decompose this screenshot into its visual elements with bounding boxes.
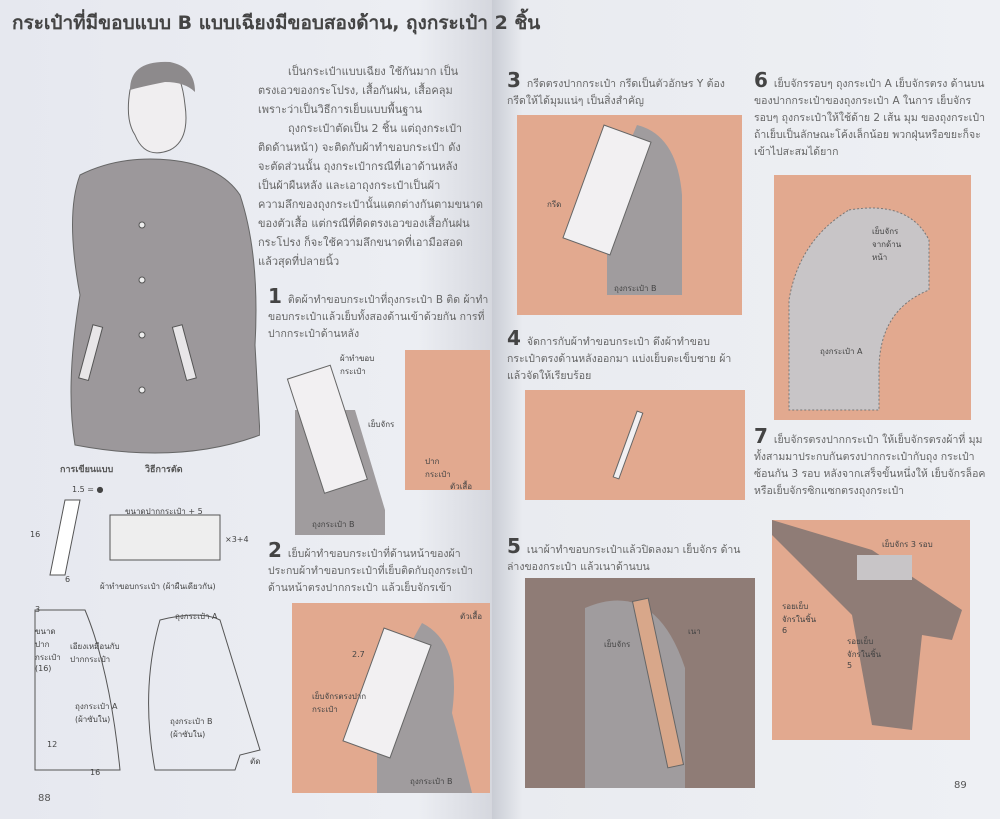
page-number: 88 [38,793,51,804]
step-1-figure-a [286,364,385,535]
label: ถุงกระเป๋า B [410,777,453,786]
page-number: 89 [954,780,967,791]
label: เนา [688,627,701,636]
step-7-figure [772,520,970,740]
label: ถุงกระเป๋า A (ผ้าซับใน) [75,702,118,724]
label: ขนาดปากกระเป๋า (16) [35,627,61,673]
label: ×3+4 [225,535,249,544]
label: 16 [30,530,41,539]
label: เย็บจักร [368,420,395,429]
label: 1.5 = ● [72,485,104,494]
label: เย็บจักร 3 รอบ [882,540,933,549]
label: ถุงกระเป๋า A [175,612,218,621]
pattern-drafting [34,499,261,771]
label: เอียงเหมือนกับปากกระเป๋า [70,642,120,664]
label: 6 [65,575,71,584]
label: ถุงกระเป๋า B (ผ้าซับใน) [170,717,213,739]
intro-text: เป็นกระเป๋าแบบเฉียง ใช้กันมาก เป็นตรงเอว… [258,65,484,268]
step-3-figure [517,115,742,315]
label: กรีด [547,200,562,209]
label: ตัด [250,757,261,766]
caption-cut: วิธีการตัด [145,465,183,475]
label: 12 [47,740,58,749]
label: 3 [35,605,41,614]
step-1-figure-b [405,350,490,490]
step-5-figure [525,578,755,788]
label: ตัวเสื้อ [450,482,473,491]
left-page: กระเป๋าที่มีขอบแบบ B แบบเฉียงมีขอบสองด้า… [0,0,540,819]
label: เย็บจักรจากด้านหน้า [872,227,902,262]
label: ปากกระเป๋า [425,457,451,479]
step-2-figure [292,603,490,793]
label: 2.7 [352,650,365,659]
coat-illustration [70,61,260,454]
label: ผ้าทำขอบกระเป๋า (ผ้าผืนเดียวกัน) [100,582,216,591]
label: ผ้าทำขอบกระเป๋า [340,354,375,376]
label: เย็บจักร [604,640,631,649]
label: รอยเย็บจักรในชิ้น 6 [782,602,817,635]
step-4-figure [525,390,745,500]
label: ถุงกระเป๋า B [312,520,355,529]
label: ถุงกระเป๋า B [614,284,657,293]
caption-design: การเขียนแบบ [60,465,114,475]
label: 16 [90,768,101,777]
step-6-figure [774,175,971,420]
label: ตัวเสื้อ [460,612,483,621]
label: ขนาดปากกระเป๋า + 5 [125,507,203,516]
label: รอยเย็บจักรในชิ้น 5 [847,637,882,670]
page-title: กระเป๋าที่มีขอบแบบ B แบบเฉียงมีขอบสองด้า… [12,12,541,34]
label: ถุงกระเป๋า A [820,347,863,356]
label: เย็บจักรตรงปากกระเป๋า [312,692,367,714]
